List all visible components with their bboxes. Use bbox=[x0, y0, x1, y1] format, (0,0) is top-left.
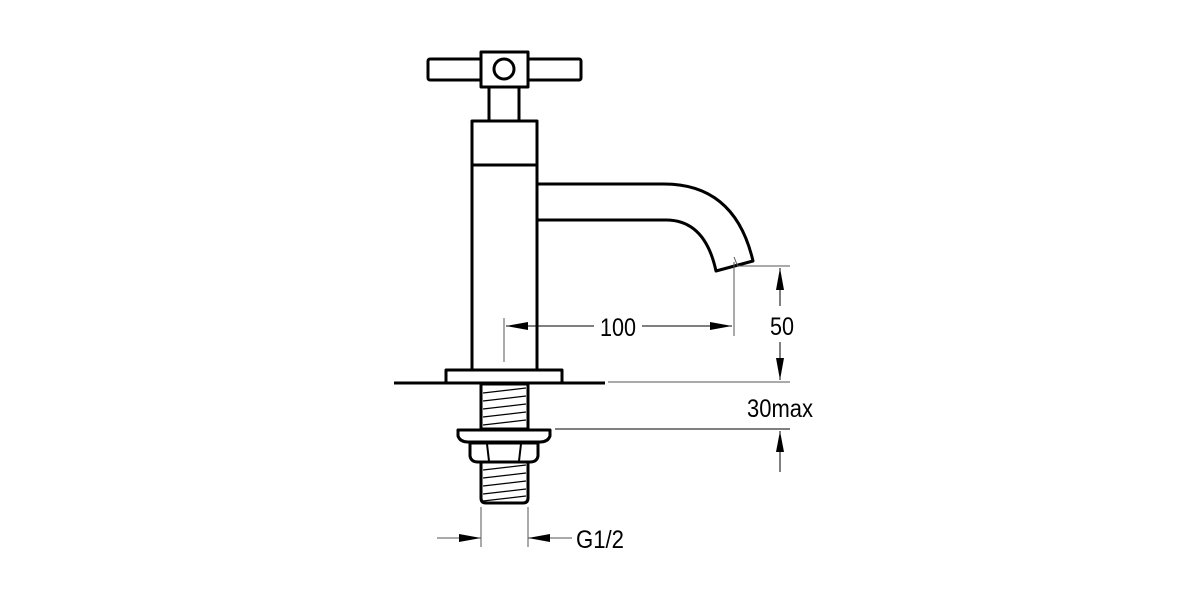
dimension-mounting-thickness bbox=[555, 428, 790, 472]
arrow-down-icon bbox=[776, 358, 784, 380]
arrow-left-icon bbox=[506, 322, 528, 330]
dimension-label-spout-reach: 100 bbox=[600, 314, 636, 342]
washer bbox=[456, 428, 552, 444]
lock-nut bbox=[468, 441, 540, 464]
threaded-shank-lower bbox=[479, 460, 530, 505]
dimension-connection-thread bbox=[437, 507, 572, 547]
cross-handle bbox=[426, 50, 583, 89]
base-flange bbox=[444, 368, 564, 385]
arrow-left-icon bbox=[528, 534, 550, 542]
dimension-spout-reach bbox=[503, 256, 739, 362]
handle-screw-cap-icon bbox=[492, 57, 516, 81]
handle-stem bbox=[487, 85, 521, 124]
dimension-label-spout-height: 50 bbox=[770, 313, 794, 341]
dimension-spout-height bbox=[608, 265, 790, 383]
threaded-shank-upper bbox=[479, 382, 530, 431]
dimension-label-mounting-thickness: 30max bbox=[747, 395, 813, 423]
dimension-label-connection-thread: G1/2 bbox=[576, 526, 624, 554]
arrow-up-icon bbox=[776, 268, 784, 290]
arrow-up-icon bbox=[776, 431, 784, 452]
arrow-right-icon bbox=[459, 534, 481, 542]
spout bbox=[535, 182, 755, 273]
arrow-right-icon bbox=[710, 322, 732, 330]
